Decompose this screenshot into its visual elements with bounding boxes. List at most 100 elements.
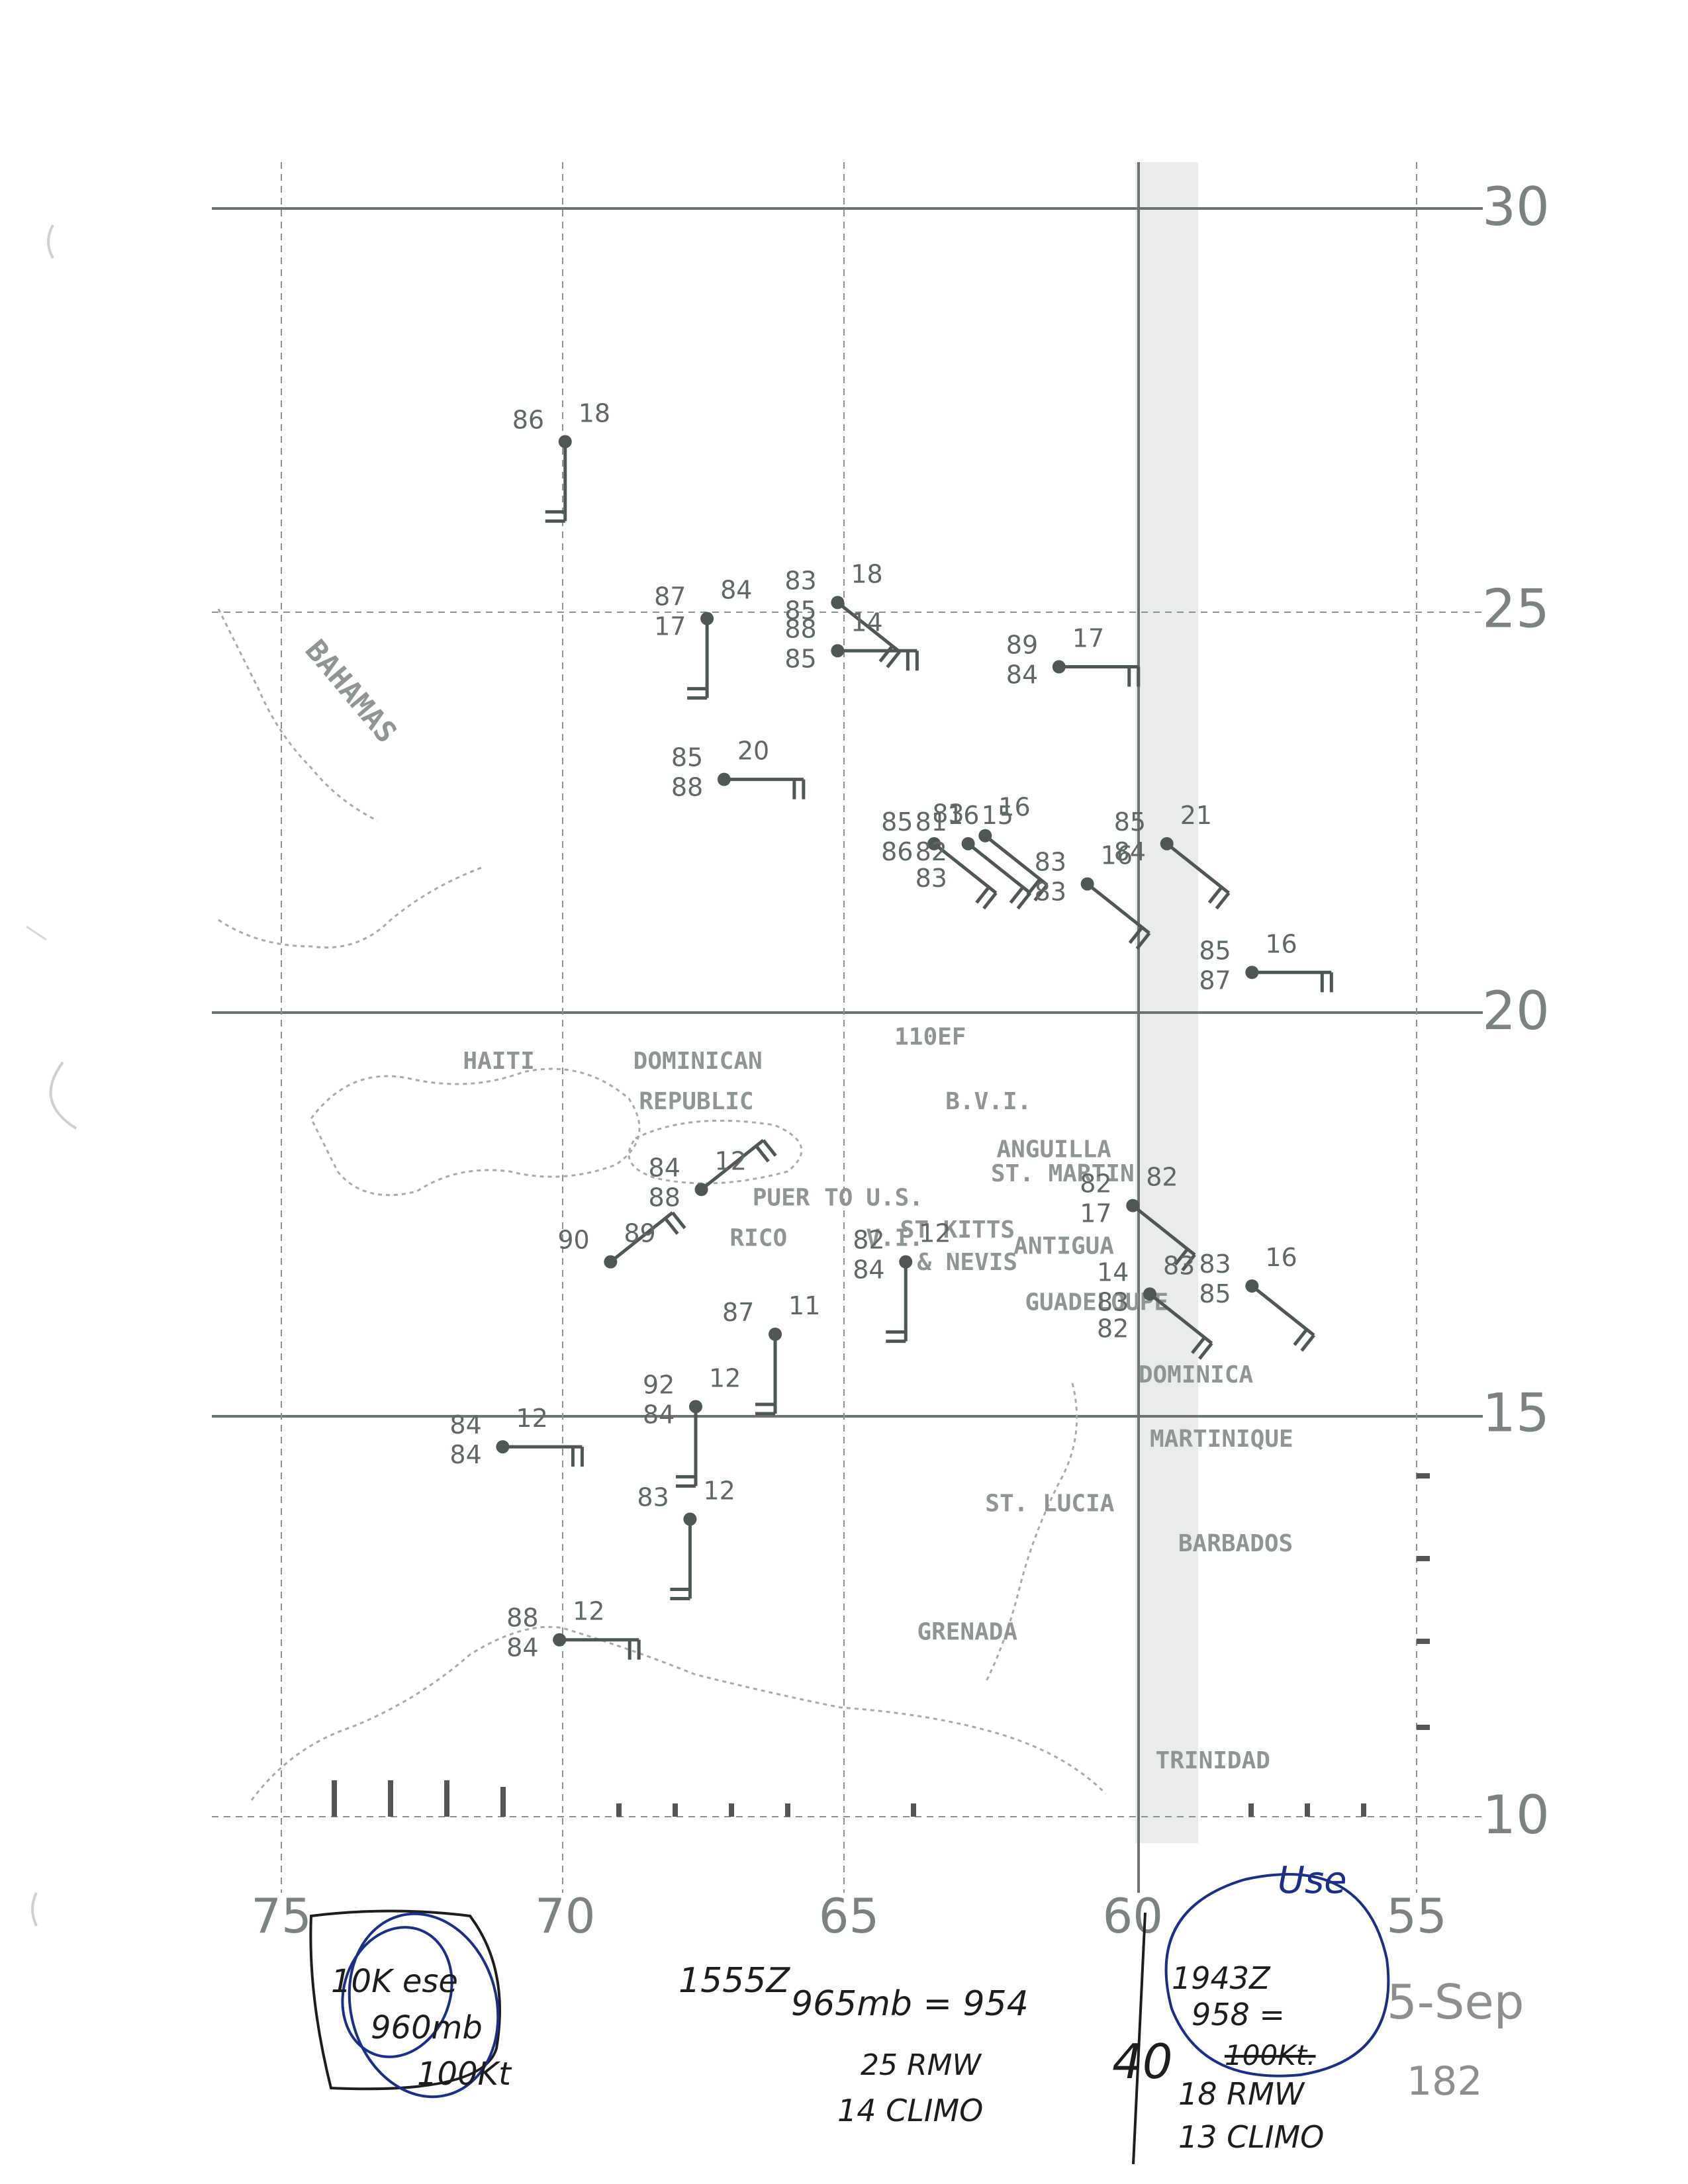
station-value: 83: [1163, 1251, 1195, 1280]
station-value: 16: [1265, 929, 1297, 958]
place-label-dominica: DOMINICA: [1139, 1361, 1254, 1388]
station-value: 87: [654, 582, 686, 612]
station-value: 14: [851, 608, 882, 637]
station-value: 20: [737, 737, 769, 766]
station-dot: [1245, 1279, 1259, 1293]
station-value: 82: [1097, 1314, 1129, 1343]
wind-barb-staff: [1250, 1285, 1315, 1337]
station-dot: [700, 612, 714, 625]
station-value: 18: [851, 559, 882, 588]
place-label-bvi: B.V.I.: [945, 1088, 1031, 1115]
wind-barb-feather: [1215, 891, 1231, 910]
place-label-110ef: 110EF: [894, 1024, 966, 1051]
station-value: 83: [1035, 878, 1066, 907]
station-value: 85: [1199, 1279, 1231, 1308]
wind-barb-feather: [975, 886, 990, 904]
wind-barb-feather: [1016, 891, 1032, 910]
wind-barb-feather: [1300, 1334, 1315, 1352]
station-value: 88: [671, 773, 703, 802]
station-value: 84: [449, 1440, 481, 1469]
wind-barb-feather: [1033, 884, 1049, 902]
place-label-anguilla: ANGUILLA: [996, 1136, 1111, 1163]
wind-barb-feather: [1293, 1328, 1308, 1346]
wind-barb-feather: [1135, 932, 1151, 950]
station-value: 16: [1101, 841, 1133, 870]
station-value: 12: [919, 1219, 951, 1248]
station-value: 12: [715, 1146, 747, 1175]
blue-circle-scribble: [341, 1926, 453, 2058]
wind-barb-staff: [1131, 1204, 1196, 1256]
punch-hole-mark: [26, 925, 47, 941]
station-dot: [558, 435, 572, 449]
station-dot: [1052, 660, 1066, 674]
place-label-dominican-republic-2: REPUBLIC: [639, 1088, 753, 1115]
lesser-antilles-coast: [985, 1383, 1078, 1682]
station-dot: [1160, 837, 1174, 850]
page-number: 182: [1407, 2058, 1483, 2105]
station-value: 12: [516, 1404, 547, 1433]
middle-climo: 14 CLIMO: [837, 2093, 983, 2128]
place-label-grenada: GRENADA: [917, 1619, 1017, 1646]
wind-barb-feather: [1009, 886, 1025, 904]
place-label-st-martin: ST. MARTIN: [991, 1160, 1135, 1187]
place-label-st-lucia: ST. LUCIA: [985, 1490, 1114, 1517]
wind-barb-feather: [755, 1145, 770, 1163]
station-value: 86: [881, 837, 913, 866]
station-value: 83: [915, 864, 947, 893]
lon-label-75: 75: [251, 1888, 312, 1944]
place-label-barbados: BARBADOS: [1178, 1530, 1293, 1557]
station-value: 82: [915, 837, 947, 866]
bahamas-coast: [217, 608, 378, 822]
divider-line: [1132, 1912, 1147, 2165]
place-label-dominican-republic-1: DOMINICAN: [633, 1048, 763, 1075]
station-value: 87: [722, 1298, 754, 1327]
lon-label-70: 70: [535, 1888, 596, 1944]
station-value: 85: [1114, 807, 1146, 837]
station-value: 86: [512, 405, 544, 434]
station-value: 12: [709, 1363, 741, 1392]
station-dot: [717, 772, 731, 786]
lat-label-30: 30: [1482, 176, 1550, 238]
wind-barb-staff: [933, 842, 998, 895]
station-value: 92: [643, 1370, 675, 1399]
wind-barb-staff: [1086, 882, 1150, 934]
station-value: 83: [932, 799, 964, 829]
station-dot: [831, 596, 845, 610]
hispaniola-coast: [310, 1068, 641, 1197]
station-value: 15: [982, 801, 1013, 830]
place-label-haiti: HAITI: [463, 1048, 534, 1075]
station-value: 12: [703, 1476, 735, 1505]
station-value: 17: [1072, 624, 1104, 653]
station-value: 89: [1006, 631, 1038, 660]
station-value: 84: [449, 1410, 481, 1439]
wind-barb-feather: [982, 891, 998, 910]
right-pressure: 958 =: [1192, 1997, 1285, 2032]
station-value: 83: [1199, 1250, 1231, 1279]
punch-hole-mark: [47, 224, 54, 259]
wind-barb-feather: [1181, 1253, 1196, 1271]
place-label-antigua: ANTIGUA: [1013, 1233, 1114, 1260]
right-circle-annotation: Use 1943Z 958 = 100Kt. 40 18 RMW 13 CLIM…: [1112, 1859, 1390, 2155]
station-dot: [961, 837, 975, 850]
place-label-puerto-rico-2: RICO: [729, 1224, 787, 1251]
station-value: 90: [557, 1226, 589, 1255]
place-label-trinidad: TRINIDAD: [1156, 1747, 1270, 1774]
place-label-puerto-rico-1: PUER TO: [753, 1185, 853, 1212]
place-label-bahamas: BAHAMAS: [299, 634, 403, 750]
wind-barb-staff: [1166, 842, 1230, 895]
station-value: 88: [506, 1604, 538, 1633]
station-dot: [1245, 966, 1259, 979]
wind-barb-feather: [1174, 1248, 1189, 1266]
station-dot: [1143, 1287, 1156, 1301]
